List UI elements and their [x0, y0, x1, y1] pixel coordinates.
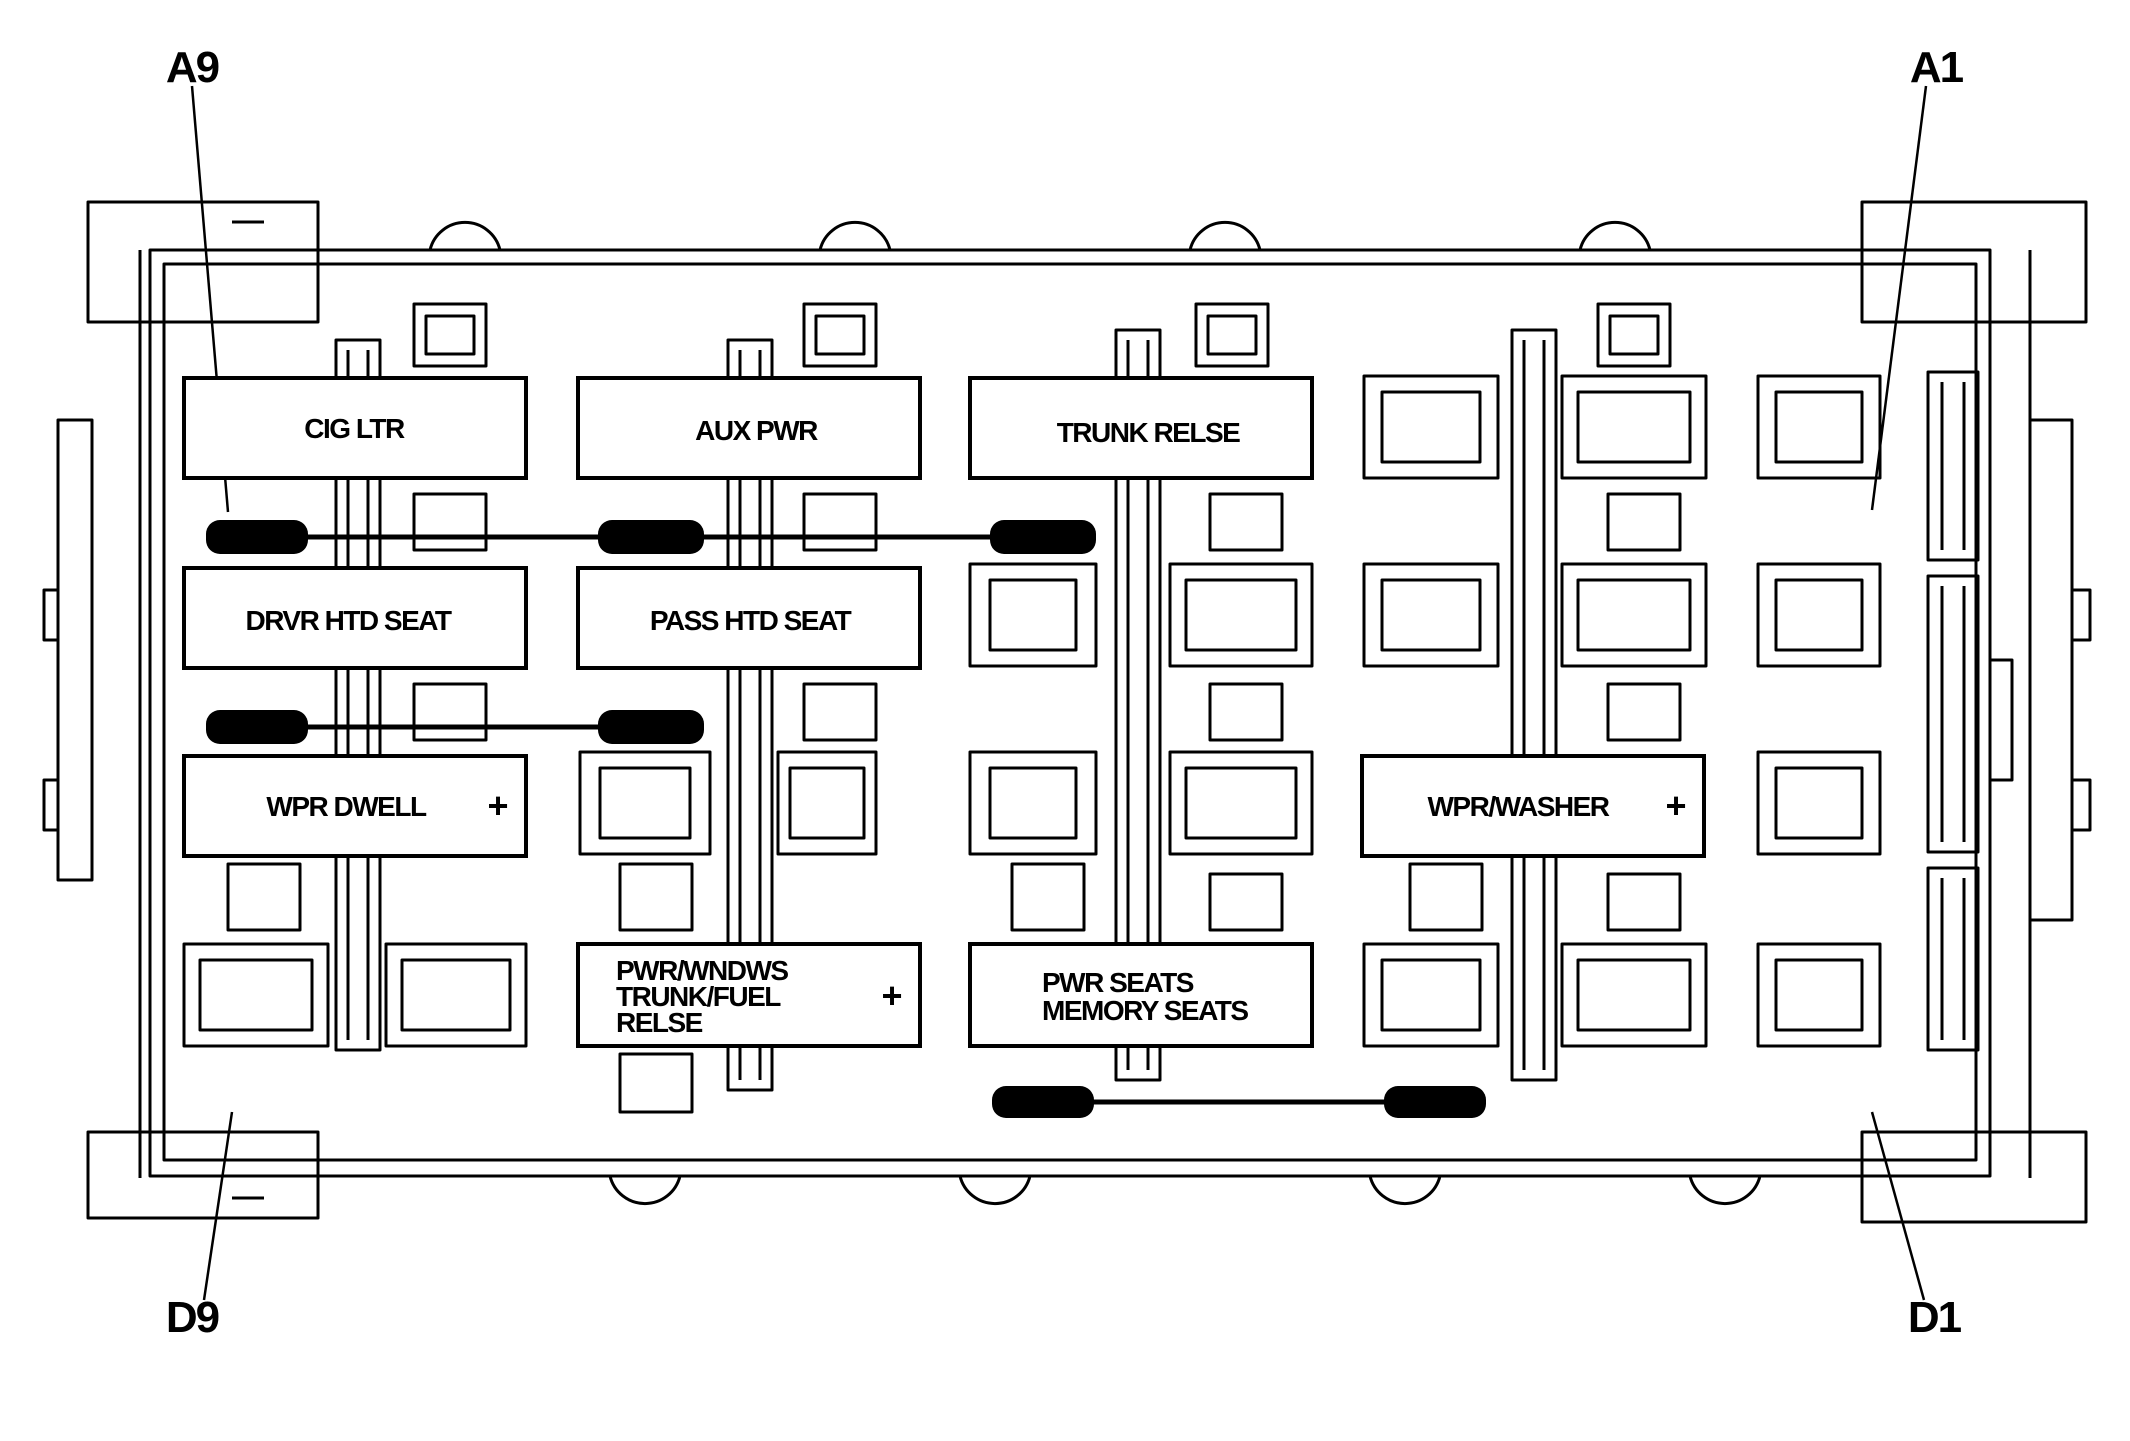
- jumper: [598, 520, 704, 554]
- plus-symbol: +: [487, 785, 508, 826]
- fuse-label-pwr-wndws-line2: TRUNK/FUEL: [616, 981, 781, 1012]
- fuse-label-wpr-washer: WPR/WASHER: [1428, 791, 1610, 822]
- fuse-label-aux-pwr: AUX PWR: [695, 415, 818, 446]
- terminal-tabs: [226, 302, 1682, 1114]
- fuse-box-pwr-seats: [968, 942, 1314, 1048]
- fuse-label-cig-ltr: CIG LTR: [304, 413, 405, 444]
- jumper: [598, 710, 704, 744]
- fuse-box-wpr-dwell: [182, 754, 528, 858]
- fuse-box-aux-pwr: [576, 376, 922, 480]
- fuse-box-drvr-htd-seat: [182, 566, 528, 670]
- fuse-label-pwr-wndws-line1: PWR/WNDWS: [616, 955, 788, 986]
- fuse-box-cig-ltr: [182, 376, 528, 480]
- fuse-label-pwr-wndws-line3: RELSE: [616, 1007, 703, 1038]
- fuse-label-drvr-htd-seat: DRVR HTD SEAT: [245, 605, 451, 636]
- empty-fuse-cavities: [182, 374, 1882, 1048]
- pin-label-a1: A1: [1910, 43, 1964, 92]
- pin-label-d9: D9: [166, 1293, 219, 1342]
- fuse-label-wpr-dwell: WPR DWELL: [266, 791, 427, 822]
- plus-symbol: +: [1665, 785, 1686, 826]
- pin-label-d1: D1: [1908, 1293, 1962, 1342]
- fuse-label-pwr-seats-line2: MEMORY SEATS: [1042, 995, 1248, 1026]
- jumper: [206, 710, 308, 744]
- fuse-label-trunk-relse: TRUNK RELSE: [1057, 417, 1240, 448]
- fuse-label-pass-htd-seat: PASS HTD SEAT: [650, 605, 852, 636]
- fuse-label-pwr-seats-line1: PWR SEATS: [1042, 967, 1194, 998]
- housing-outline: [42, 200, 2092, 1224]
- jumper: [990, 520, 1096, 554]
- plus-symbol: +: [881, 975, 902, 1016]
- fuse-box-trunk-relse: [968, 376, 1314, 480]
- jumper: [992, 1086, 1094, 1118]
- pin-label-a9: A9: [166, 43, 219, 92]
- jumper-set: [206, 520, 1486, 1118]
- jumper: [206, 520, 308, 554]
- jumper: [1384, 1086, 1486, 1118]
- fuse-box-wpr-washer: [1360, 754, 1706, 858]
- fuse-box-pwr-wndws: [576, 942, 922, 1048]
- fuse-box-pass-htd-seat: [576, 566, 922, 670]
